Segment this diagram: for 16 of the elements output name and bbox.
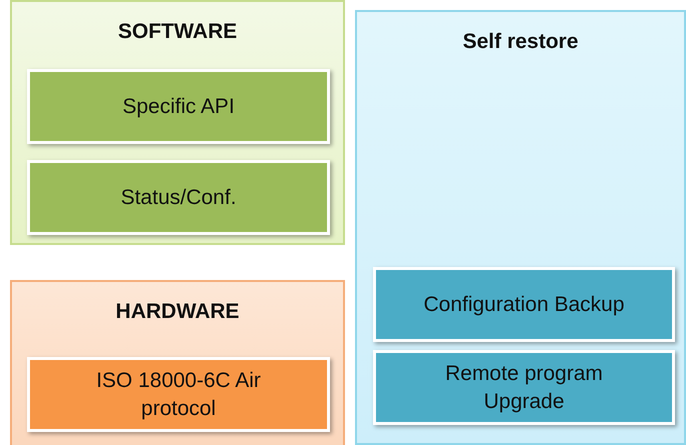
box-label: Configuration Backup: [424, 292, 624, 318]
group-panel: [355, 10, 686, 445]
box-label: Specific API: [122, 94, 235, 120]
group-panel: [10, 280, 345, 445]
box-label: Status/Conf.: [120, 184, 236, 210]
box-label: Remote program Upgrade: [444, 360, 604, 414]
component-box: [27, 357, 330, 432]
component-box: [27, 160, 330, 235]
component-box: [27, 69, 330, 144]
component-box: [373, 267, 675, 342]
group-panel: [10, 0, 345, 245]
component-box: [373, 350, 675, 425]
panel-title: HARDWARE: [116, 300, 240, 324]
panel-title: SOFTWARE: [118, 20, 237, 44]
panel-title: Self restore: [462, 30, 578, 54]
box-label: ISO 18000-6C Air protocol: [95, 368, 262, 422]
